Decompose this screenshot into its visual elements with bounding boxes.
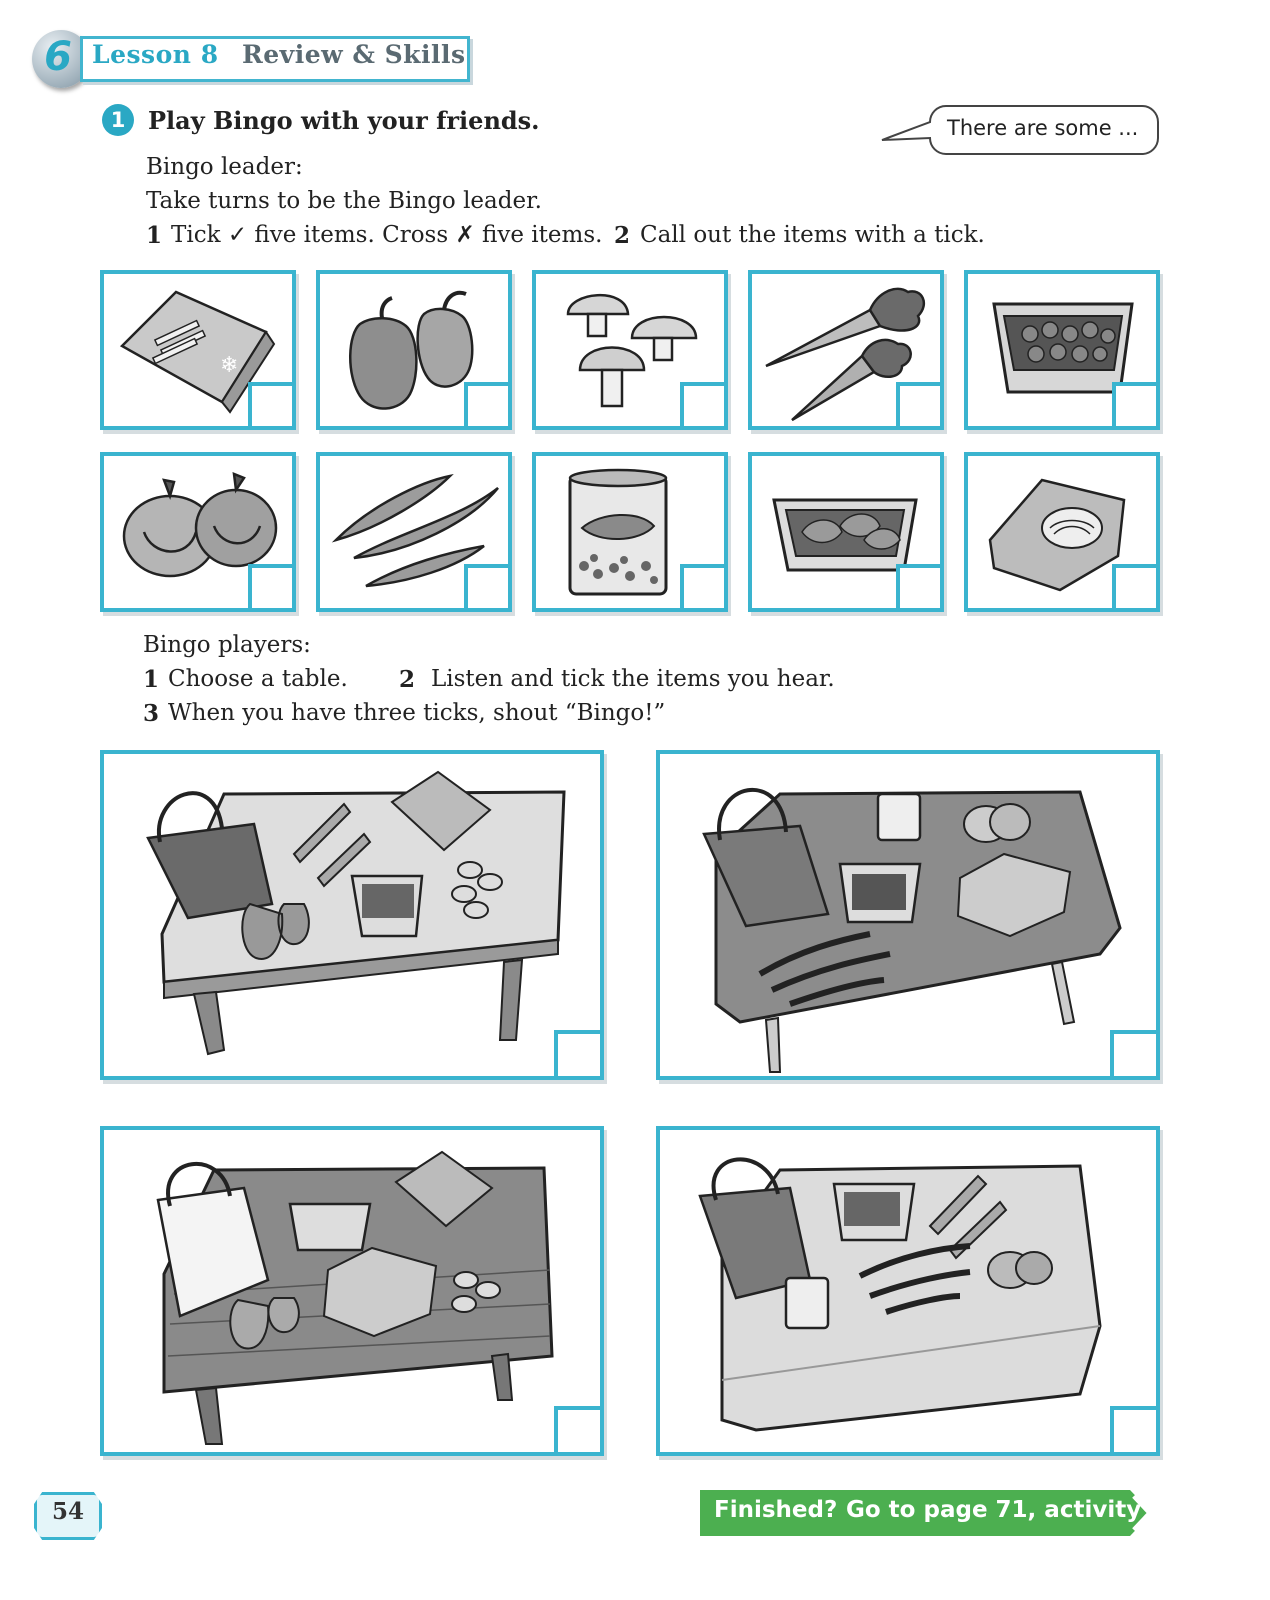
bingo-table-cell: [656, 750, 1160, 1080]
tick-box[interactable]: [464, 564, 508, 608]
lesson-label: Lesson 8: [92, 40, 219, 69]
leader-heading: Bingo leader:: [146, 154, 303, 180]
table-3-illustration: [156, 1150, 554, 1445]
goto-label: Go to page 71, activity 2: [846, 1497, 1166, 1523]
tick-box[interactable]: [1110, 1406, 1156, 1452]
onions-icon: [122, 472, 278, 578]
leader-step-text: Tick ✓ five items. Cross ✗ five items.: [171, 222, 603, 248]
tick-box[interactable]: [554, 1030, 600, 1076]
players-step-text: Choose a table.: [168, 666, 348, 692]
page-number-badge: [34, 1492, 102, 1540]
activity-number-badge: 1: [102, 104, 134, 136]
tick-box[interactable]: [896, 564, 940, 608]
players-step-number: 1: [143, 666, 160, 693]
lesson-tab: [80, 36, 470, 82]
finished-banner[interactable]: [700, 1490, 1160, 1536]
strawberries-tub-icon: [992, 302, 1134, 394]
table-2-illustration: [702, 787, 1122, 1073]
bingo-item-cell: [316, 270, 512, 430]
players-step-number: 2: [399, 666, 416, 693]
players-step-text: Listen and tick the items you hear.: [431, 666, 835, 692]
tin-of-peas-icon: [568, 468, 668, 596]
tick-box[interactable]: [1110, 1030, 1156, 1076]
tick-box[interactable]: [464, 382, 508, 426]
svg-text:❄: ❄: [220, 353, 238, 378]
tick-box[interactable]: [680, 564, 724, 608]
tick-box[interactable]: [680, 382, 724, 426]
peppers-icon: [349, 290, 474, 410]
tick-box[interactable]: [1112, 382, 1156, 426]
bingo-item-cell: [748, 270, 944, 430]
bingo-item-cell: [964, 452, 1160, 612]
lesson-subtitle: Review & Skills: [242, 40, 466, 69]
speech-bubble-text: There are some ...: [947, 116, 1139, 140]
players-step-number: 3: [143, 700, 160, 727]
tick-box[interactable]: [554, 1406, 600, 1452]
noodles-pack-icon: [988, 478, 1126, 592]
tick-box[interactable]: [1112, 564, 1156, 608]
players-step-text: When you have three ticks, shout “Bingo!…: [168, 700, 666, 726]
bingo-item-cell: [100, 452, 296, 612]
leader-step-number: 1: [146, 222, 163, 249]
bingo-item-cell: ❄: [100, 270, 296, 430]
table-4-illustration: [698, 1157, 1102, 1432]
unit-number: 6: [44, 34, 72, 80]
bingo-item-cell: [316, 452, 512, 612]
activity-title: Play Bingo with your friends.: [148, 106, 540, 135]
bingo-table-cell: [100, 750, 604, 1080]
mushrooms-icon: [566, 293, 698, 408]
leader-step-text: Call out the items with a tick.: [640, 222, 985, 248]
players-heading: Bingo players:: [143, 632, 311, 658]
bingo-item-cell: [748, 452, 944, 612]
bingo-table-cell: [100, 1126, 604, 1456]
bingo-item-cell: [964, 270, 1160, 430]
bingo-item-cell: [532, 452, 728, 612]
leader-step-number: 2: [614, 222, 631, 249]
tick-box[interactable]: [896, 382, 940, 426]
leader-line: Take turns to be the Bingo leader.: [146, 188, 542, 214]
page-number: 54: [51, 1498, 84, 1525]
bingo-table-cell: [656, 1126, 1160, 1456]
speech-bubble: [881, 105, 1159, 155]
table-1-illustration: [146, 770, 566, 1056]
finished-label: Finished?: [714, 1497, 838, 1523]
tick-box[interactable]: [248, 564, 292, 608]
bingo-item-cell: [532, 270, 728, 430]
tick-box[interactable]: [248, 382, 292, 426]
prawns-tray-icon: [772, 498, 918, 572]
frozen-chips-bag-icon: ❄: [119, 290, 276, 414]
beans-icon: [331, 473, 499, 588]
carrots-icon: [765, 287, 926, 422]
